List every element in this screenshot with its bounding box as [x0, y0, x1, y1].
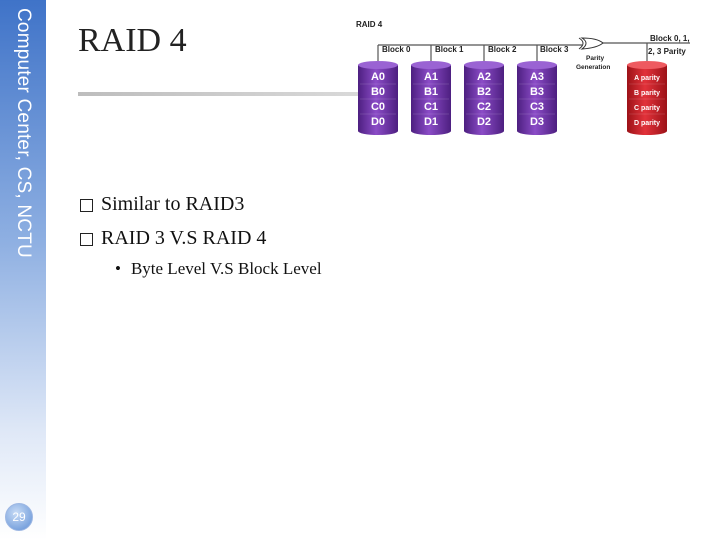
checkbox-bullet-icon: [80, 232, 93, 246]
disk-cell-label: C0: [371, 101, 385, 113]
parity-generation-label: Generation: [576, 64, 610, 71]
disk-cell-label: A3: [530, 71, 544, 83]
block-label: Block 0: [382, 45, 411, 54]
disk-bottom: [411, 127, 451, 135]
disk-body: [517, 65, 557, 131]
disk-cell-label: D0: [371, 116, 385, 128]
disk-bottom: [358, 127, 398, 135]
sidebar-title: Computer Center, CS, NCTU: [13, 8, 34, 258]
block-label: Block 3: [540, 45, 569, 54]
bullet-text: Similar to RAID3: [101, 192, 245, 215]
sub-bullet-text: Byte Level V.S Block Level: [130, 259, 322, 278]
disk-cell-label: A2: [477, 71, 491, 83]
page-number: 29: [5, 503, 33, 531]
xor-gate-icon: [580, 37, 604, 50]
disk-top: [411, 61, 451, 69]
disk-body: [358, 65, 398, 131]
disk-cell-label: D3: [530, 116, 544, 128]
xor-gate-icon: [578, 37, 584, 50]
parity-disk: A parity B parity C parity D parity: [627, 61, 667, 135]
block-label: Block 2: [488, 45, 517, 54]
disk-bottom: [464, 127, 504, 135]
disk-cell-label: B parity: [634, 90, 660, 97]
disk-cell-label: B1: [424, 86, 438, 98]
disk-cell-label: C parity: [634, 105, 660, 112]
disk-top: [627, 61, 667, 69]
bullet-item: Similar to RAID3: [80, 187, 266, 221]
parity-generation-label: Parity: [586, 55, 604, 62]
bullet-list: Similar to RAID3 RAID 3 V.S RAID 4: [80, 187, 266, 255]
raid4-diagram: RAID 4 Block 0 Block 1 Block 2 Block 3 P…: [356, 20, 690, 135]
output-label: Block 0, 1,: [650, 34, 690, 43]
checkbox-bullet-icon: [80, 198, 93, 212]
disk-body: [627, 65, 667, 131]
disk-top: [517, 61, 557, 69]
disk-body: [464, 65, 504, 131]
block-label: Block 1: [435, 45, 464, 54]
disk-cell-label: C2: [477, 101, 491, 113]
disk-body: [411, 65, 451, 131]
bullet-item: RAID 3 V.S RAID 4: [80, 221, 266, 255]
disk-cell-label: D1: [424, 116, 438, 128]
output-label: 2, 3 Parity: [648, 47, 686, 56]
sub-bullet-item: • Byte Level V.S Block Level: [115, 259, 322, 279]
disk-bottom: [627, 127, 667, 135]
disk-cell-label: A1: [424, 71, 438, 83]
sidebar: Computer Center, CS, NCTU 29: [0, 0, 46, 540]
slide-title: RAID 4: [78, 22, 187, 59]
disk-cell-label: D2: [477, 116, 491, 128]
bullet-text: RAID 3 V.S RAID 4: [101, 226, 267, 249]
disk-cell-label: C3: [530, 101, 544, 113]
disk-cell-label: A0: [371, 71, 385, 83]
disk-cell-label: B2: [477, 86, 491, 98]
disk-bottom: [517, 127, 557, 135]
diagram-label: RAID 4: [356, 20, 383, 29]
disk-cell-label: C1: [424, 101, 438, 113]
bullet-dot-icon: •: [115, 259, 121, 278]
disk-cell-label: D parity: [634, 120, 660, 127]
disk-cell-label: A parity: [634, 75, 660, 82]
disk-top: [358, 61, 398, 69]
disk-cell-label: B0: [371, 86, 385, 98]
disk-top: [464, 61, 504, 69]
title-underline: [78, 92, 360, 96]
disk-cell-label: B3: [530, 86, 544, 98]
